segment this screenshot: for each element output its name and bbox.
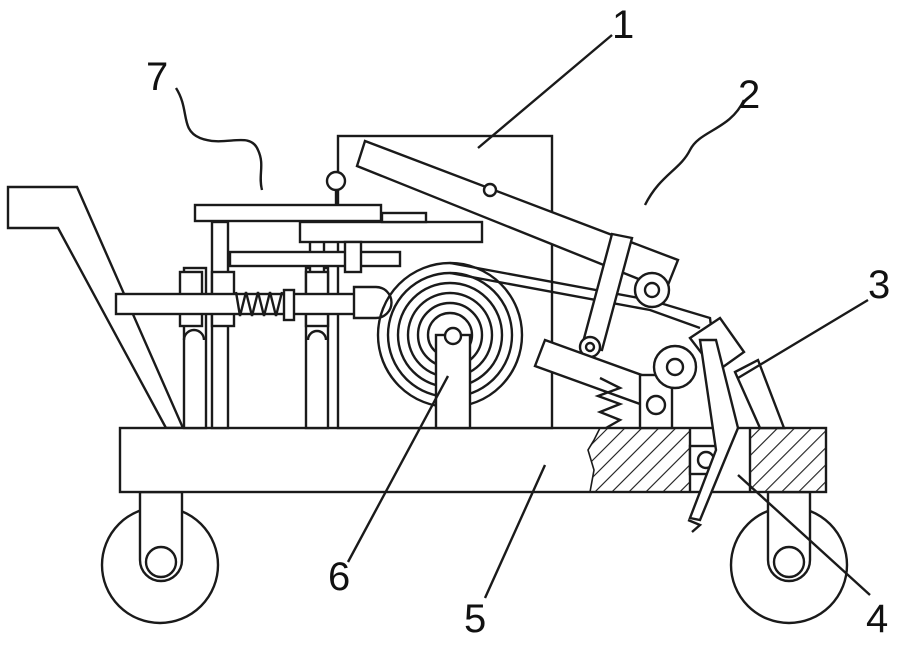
cutter-unit <box>687 316 786 533</box>
callouts: 1 2 3 4 5 6 7 <box>146 3 890 641</box>
tension-bracket <box>533 338 698 430</box>
callout-5: 5 <box>464 597 486 641</box>
callout-1: 1 <box>612 3 634 47</box>
cable-reel <box>376 261 524 430</box>
callout-7: 7 <box>146 55 168 99</box>
lever-arm <box>355 139 680 309</box>
clamp-mechanism <box>114 170 484 430</box>
callout-3: 3 <box>868 263 890 307</box>
leader-lines <box>174 34 871 599</box>
base-frame <box>118 426 828 494</box>
callout-2: 2 <box>738 73 760 117</box>
left-wheel <box>100 490 220 625</box>
right-wheel <box>729 490 849 625</box>
callout-4: 4 <box>866 597 888 641</box>
callout-6: 6 <box>328 555 350 599</box>
